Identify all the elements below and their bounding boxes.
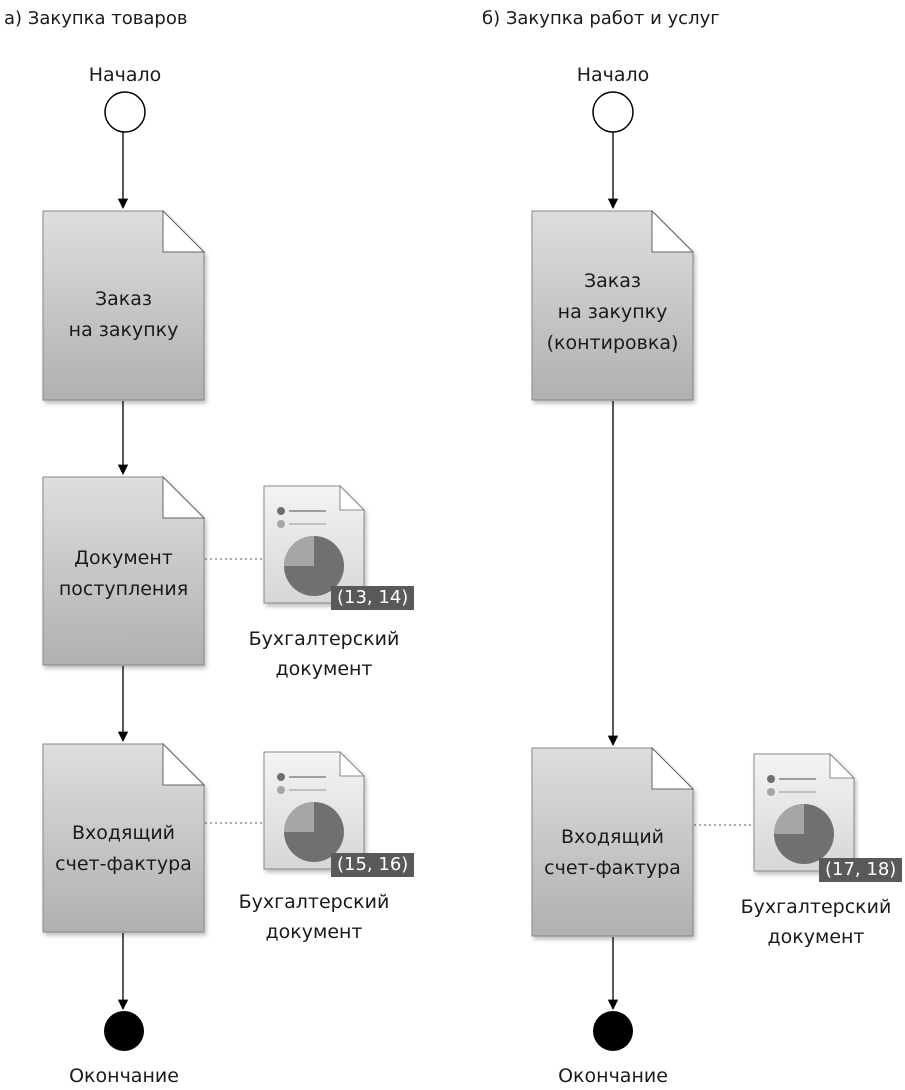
accounting-label-b-1: Бухгалтерский документ [728,892,904,952]
accounting-badge-a-1: (13, 14) [331,586,415,610]
doc-a-receipt-line1: Документ [74,547,173,569]
doc-b-invoice [531,747,694,937]
end-node-a [104,1011,144,1051]
accounting-label-a-1-line2: документ [275,658,373,680]
doc-b-order-line3: (контировка) [546,332,679,354]
doc-a-invoice [42,743,205,933]
accounting-label-a-2-line2: документ [265,921,363,943]
doc-a-order [42,210,205,401]
start-node-a [104,91,146,133]
doc-a-order-label: Заказ на закупку [43,284,204,346]
panel-b-title: б) Закупка работ и услуг [482,8,720,29]
start-label-b: Начало [576,64,650,86]
end-label-a: Окончание [69,1065,179,1087]
accounting-label-b-1-line1: Бухгалтерский [740,896,892,918]
accounting-label-a-1: Бухгалтерский документ [234,624,414,684]
start-label-a: Начало [88,64,162,86]
doc-b-order-label: Заказ на закупку (контировка) [532,266,693,359]
doc-b-order [531,210,694,401]
panel-a-title: а) Закупка товаров [4,8,188,29]
doc-a-receipt-label: Документ поступления [43,543,204,605]
accounting-badge-a-2: (15, 16) [331,853,415,877]
doc-a-receipt-line2: поступления [58,578,189,600]
accounting-doc-icon-a-2 [263,750,366,870]
accounting-label-b-1-line2: документ [767,926,865,948]
end-label-b: Окончание [558,1065,668,1087]
start-node-b [592,91,634,133]
doc-a-order-line1: Заказ [94,288,153,310]
doc-b-invoice-line2: счет-фактура [544,857,681,879]
doc-b-order-line1: Заказ [583,270,642,292]
doc-b-order-line2: на закупку [557,301,668,323]
accounting-label-a-1-line1: Бухгалтерский [248,628,400,650]
doc-a-invoice-line1: Входящий [71,822,176,844]
accounting-badge-b-1: (17, 18) [819,858,903,882]
doc-a-order-line2: на закупку [68,319,179,341]
end-node-b [593,1011,633,1051]
accounting-label-a-2: Бухгалтерский документ [224,887,404,947]
doc-b-invoice-line1: Входящий [560,826,665,848]
doc-a-invoice-label: Входящий счет-фактура [43,818,204,880]
accounting-label-a-2-line1: Бухгалтерский [238,891,390,913]
doc-a-invoice-line2: счет-фактура [55,853,192,875]
accounting-doc-icon-b-1 [753,752,856,872]
doc-a-receipt [42,476,205,666]
accounting-doc-icon-a-1 [263,484,366,604]
doc-b-invoice-label: Входящий счет-фактура [532,822,693,884]
